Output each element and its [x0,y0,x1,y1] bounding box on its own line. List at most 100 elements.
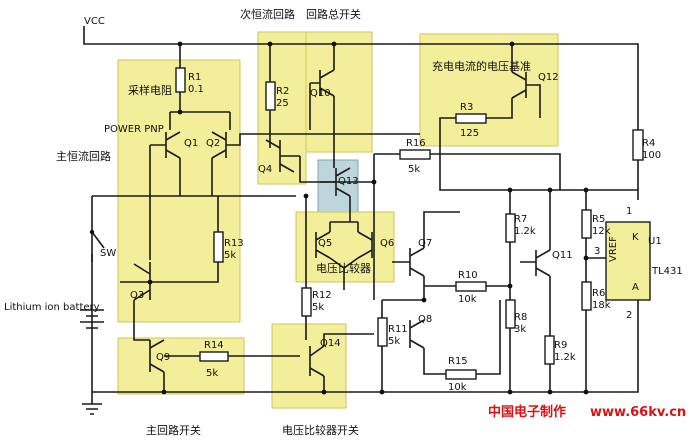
sub-const-current-label: 次恒流回路 [240,7,295,21]
r1-resistor [175,67,186,93]
r8-name: R8 [514,312,527,323]
zone-voltage-comparator [295,211,395,283]
q14-symbol [309,345,325,377]
zone-loop-master-switch [305,31,373,153]
q2-label: Q2 [206,138,220,149]
q12-label: Q12 [538,72,559,83]
comparator-switch-label: 电压比较器开关 [282,423,359,437]
voltage-comparator-label: 电压比较器 [316,261,371,275]
q13-symbol [320,167,351,197]
r10-resistor [455,281,487,292]
r2-name: R2 [276,86,289,97]
r12-resistor [301,287,312,317]
r15-resistor [445,369,477,380]
r15-value: 10k [448,382,467,393]
sw-switch [91,231,105,262]
r3-name: R3 [460,102,473,113]
zone-comparator-switch [271,323,347,409]
q13-label: Q13 [338,176,359,187]
pin1-label: 1 [626,206,632,217]
r13-value: 5k [224,250,236,261]
q7-label: Q7 [418,238,432,249]
r5-value: 12k [592,226,611,237]
r6-resistor [581,281,592,311]
r12-name: R12 [312,290,332,301]
q7-symbol [392,247,425,277]
q1-label: Q1 [184,138,198,149]
q11-label: Q11 [552,250,573,261]
q14-label: Q14 [320,338,341,349]
q9-label: Q9 [156,352,170,363]
zone-charge-voltage-ref [419,33,559,147]
r2-value: 25 [276,98,289,109]
r3-resistor [455,113,487,124]
q9-symbol [149,339,165,373]
r11-name: R11 [388,324,408,335]
r5-resistor [581,209,592,239]
main-loop-switch-label: 主回路开关 [146,423,201,437]
tl431-label: TL431 [651,266,683,277]
watermark-site-cn: 中国电子制作 [488,404,566,420]
vcc-label: VCC [84,16,105,27]
battery-label: Lithium ion battery [4,302,100,313]
r8-value: 3k [514,324,526,335]
ground-symbol [82,403,102,415]
r7-value: 1.2k [514,226,536,237]
r9-value: 1.2k [554,352,576,363]
power-pnp-label: POWER PNP [104,124,164,135]
r6-name: R6 [592,288,605,299]
battery-symbol [80,309,104,329]
r16-resistor [399,149,431,160]
r10-name: R10 [458,270,478,281]
r6-value: 18k [592,300,611,311]
r7-name: R7 [514,214,527,225]
q5-label: Q5 [318,238,332,249]
q1-symbol [150,131,181,159]
pin3-label: 3 [594,246,600,257]
tl431-a-label: A [632,282,639,293]
q6-label: Q6 [380,238,394,249]
zone-main-loop-switch [117,337,245,395]
q3-label: Q3 [130,290,144,301]
r4-resistor [632,129,644,161]
tl431-vref-label: VREF [608,236,619,262]
tl431-k-label: K [632,232,639,243]
q4-label: Q4 [258,164,272,175]
r1-name: R1 [188,72,201,83]
r5-name: R5 [592,214,605,225]
loop-master-switch-label: 回路总开关 [306,7,361,21]
r10-value: 10k [458,294,477,305]
sw-label: SW [100,248,116,259]
r4-name: R4 [642,138,655,149]
ground-rail [92,300,639,393]
r14-resistor [199,351,229,362]
sampling-resistor-label: 采样电阻 [128,83,172,97]
r2-resistor [265,81,276,111]
watermark-site-url: www.66kv.cn [590,405,686,420]
r16-name: R16 [406,138,426,149]
r14-name: R14 [204,340,224,351]
r16-value: 5k [408,164,420,175]
main-const-current-label: 主恒流回路 [56,149,111,163]
r11-resistor [377,317,388,347]
q4-symbol [265,139,300,173]
r1-value: 0.1 [188,84,204,95]
r4-value: 100 [642,150,661,161]
r13-resistor [213,231,224,263]
q10-label: Q10 [310,88,331,99]
r15-name: R15 [448,356,468,367]
q8-symbol [409,319,425,349]
r9-resistor [544,335,555,365]
tl431-block [605,221,651,301]
q5-symbol [315,231,331,259]
r13-name: R13 [224,238,244,249]
r3-value: 125 [460,128,479,139]
charge-voltage-ref-label: 充电电流的电压基准 [432,59,531,73]
r12-value: 5k [312,302,324,313]
vcc-rail [83,26,639,130]
q11-symbol [520,249,551,277]
q10-symbol [310,69,335,97]
q8-label: Q8 [418,314,432,325]
